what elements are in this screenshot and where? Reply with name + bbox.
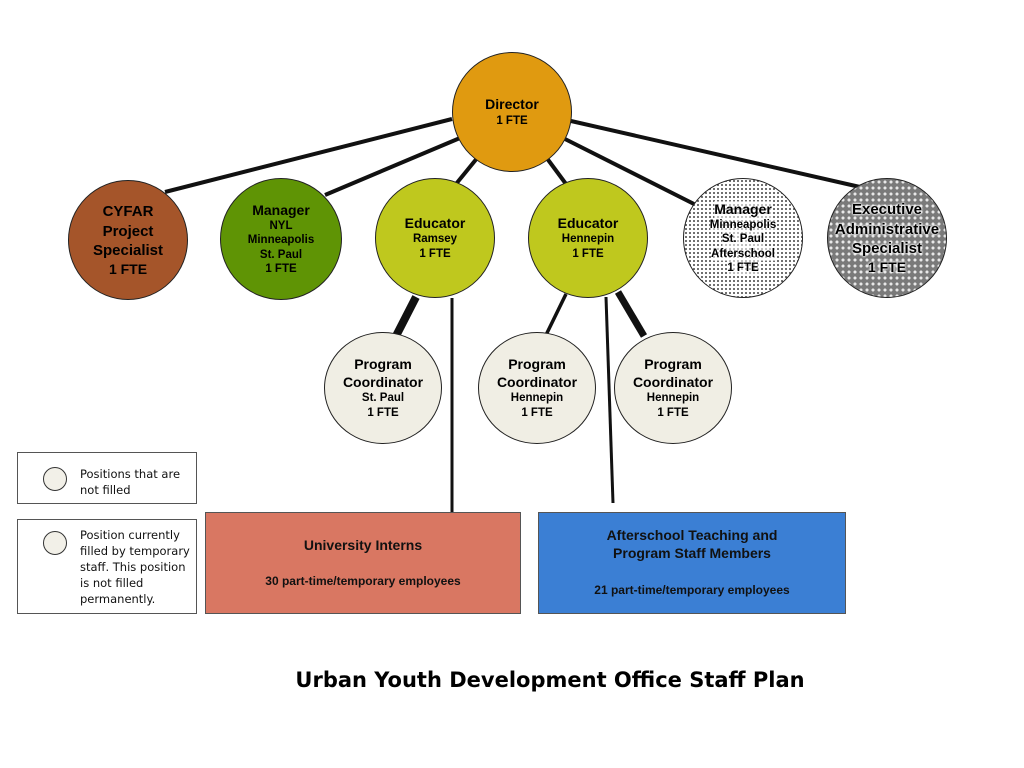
exec-admin-line2: Administrative [834,220,940,238]
afterschool-detail: 21 part-time/temporary employees [594,583,790,597]
manager-nyl-node[interactable]: Manager NYL Minneapolis St. Paul 1 FTE [220,178,342,300]
manager-nyl-line2: Minneapolis [247,234,315,247]
line-ramsey-coord-stpaul [392,295,420,338]
cyfar-fte: 1 FTE [108,260,148,277]
interns-detail: 30 part-time/temporary employees [265,574,461,588]
coordinator-hennepin-1-location: Hennepin [510,392,564,405]
coordinator-hennepin-2-node[interactable]: Program Coordinator Hennepin 1 FTE [614,332,732,444]
legend-temporary: Position currently filled by temporary s… [17,519,197,614]
exec-admin-line3: Specialist [851,240,923,257]
educator-hennepin-title: Educator [557,214,619,231]
coordinator-stpaul-location: St. Paul [361,392,405,405]
afterschool-title-line2: Program Staff Members [613,545,771,561]
exec-admin-specialist-node[interactable]: Executive Administrative Specialist 1 FT… [827,178,947,298]
coordinator-hennepin-1-line1: Program [508,356,566,373]
legend-not-filled-text: Positions that are not filled [80,467,181,498]
coordinator-hennepin-1-fte: 1 FTE [521,406,553,419]
manager-nyl-line3: St. Paul [259,248,303,261]
director-fte: 1 FTE [496,114,528,127]
page-title: Urban Youth Development Office Staff Pla… [295,668,805,692]
manager-afterschool-title: Manager [714,200,772,218]
legend-not-filled: Positions that are not filled [17,452,197,504]
coordinator-hennepin-1-line2: Coordinator [496,373,578,390]
coordinator-stpaul-node[interactable]: Program Coordinator St. Paul 1 FTE [324,332,442,444]
coordinator-stpaul-line1: Program [354,356,412,373]
coordinator-stpaul-line2: Coordinator [342,373,424,390]
afterschool-staff-box[interactable]: Afterschool Teaching and Program Staff M… [538,512,846,614]
coordinator-hennepin-2-line2: Coordinator [632,373,714,390]
line-director-educator-ramsey [454,155,480,186]
afterschool-title-line1: Afterschool Teaching and [606,527,778,543]
line-hennepin-afterschool [604,296,615,504]
educator-hennepin-location: Hennepin [561,233,615,246]
coordinator-stpaul-fte: 1 FTE [367,406,399,419]
legend-not-filled-circle-icon [43,467,67,491]
educator-ramsey-node[interactable]: Educator Ramsey 1 FTE [375,178,495,298]
legend-temporary-text: Position currently filled by temporary s… [80,528,190,607]
manager-nyl-title: Manager [252,201,310,218]
coordinator-hennepin-1-node[interactable]: Program Coordinator Hennepin 1 FTE [478,332,596,444]
line-director-cyfar [164,117,453,194]
line-director-educator-hennepin [544,155,568,186]
educator-hennepin-fte: 1 FTE [572,247,604,260]
cyfar-line3: Specialist [92,242,164,259]
director-title: Director [485,96,539,113]
manager-afterschool-line2: St. Paul [721,232,765,247]
line-director-manager-nyl [324,136,461,197]
manager-nyl-fte: 1 FTE [265,263,297,276]
line-hennepin-coord1 [544,293,568,336]
manager-afterschool-line3: Afterschool [711,246,775,262]
line-hennepin-coord2 [614,290,648,338]
director-node[interactable]: Director 1 FTE [452,52,572,172]
coordinator-hennepin-2-fte: 1 FTE [657,406,689,419]
educator-hennepin-node[interactable]: Educator Hennepin 1 FTE [528,178,648,298]
manager-afterschool-line1: Minneapolis [709,218,777,233]
manager-afterschool-fte: 1 FTE [727,261,759,276]
exec-admin-line1: Executive [851,201,923,218]
legend-temporary-circle-icon [43,531,67,555]
manager-afterschool-node[interactable]: Manager Minneapolis St. Paul Afterschool… [683,178,803,298]
line-director-manager-afterschool [562,136,695,206]
coordinator-hennepin-2-line1: Program [644,356,702,373]
university-interns-box[interactable]: University Interns 30 part-time/temporar… [205,512,521,614]
educator-ramsey-fte: 1 FTE [419,247,451,260]
interns-title: University Interns [303,537,423,553]
educator-ramsey-location: Ramsey [412,233,458,246]
coordinator-hennepin-2-location: Hennepin [646,392,700,405]
cyfar-specialist-node[interactable]: CYFAR Project Specialist 1 FTE [68,180,188,300]
cyfar-line1: CYFAR [102,203,154,220]
line-director-exec-admin [570,119,861,189]
cyfar-line2: Project [102,222,154,240]
exec-admin-fte: 1 FTE [867,258,907,275]
educator-ramsey-title: Educator [404,214,466,231]
manager-nyl-line1: NYL [269,220,293,232]
